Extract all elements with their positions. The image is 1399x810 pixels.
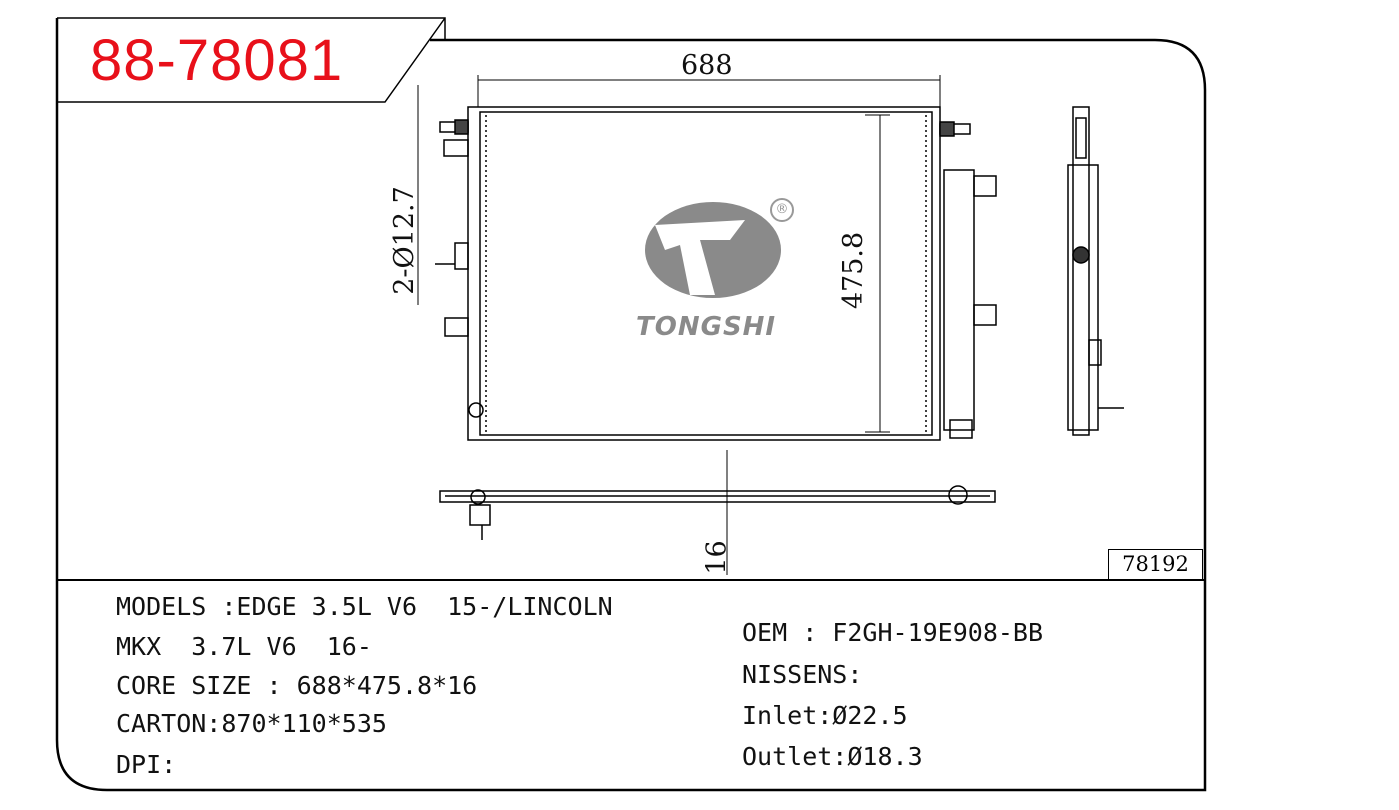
condenser-bottom-view xyxy=(439,485,996,540)
condenser-side-view xyxy=(1067,106,1124,436)
spec-oem: OEM : F2GH-19E908-BB xyxy=(742,618,1044,647)
spec-nissens: NISSENS: xyxy=(742,660,863,689)
condenser-front-view xyxy=(435,106,997,441)
spec-carton: CARTON:870*110*535 xyxy=(116,709,387,738)
part-number: 88-78081 xyxy=(90,28,344,93)
spec-core-size: CORE SIZE : 688*475.8*16 xyxy=(116,671,478,700)
reference-code: 78192 xyxy=(1108,549,1203,580)
spec-outlet: Outlet:Ø18.3 xyxy=(742,742,923,771)
pipe-dimension: 2-Ø12.7 xyxy=(388,186,420,295)
spec-dpi: DPI: xyxy=(116,750,177,779)
registered-mark: ® xyxy=(770,198,794,222)
thickness-dimension: 16 xyxy=(701,540,733,575)
spec-inlet: Inlet:Ø22.5 xyxy=(742,701,908,730)
sheet-frame xyxy=(55,17,1207,792)
tongshi-logo-mark xyxy=(645,202,781,298)
spec-models: MODELS :EDGE 3.5L V6 15-/LINCOLN xyxy=(116,592,613,621)
spec-models-cont: MKX 3.7L V6 16- xyxy=(116,632,372,661)
width-dimension: 688 xyxy=(681,50,733,81)
height-dimension: 475.8 xyxy=(838,231,870,310)
dimension-lines xyxy=(417,75,941,575)
logo-brand: TONGSHI xyxy=(636,312,777,342)
